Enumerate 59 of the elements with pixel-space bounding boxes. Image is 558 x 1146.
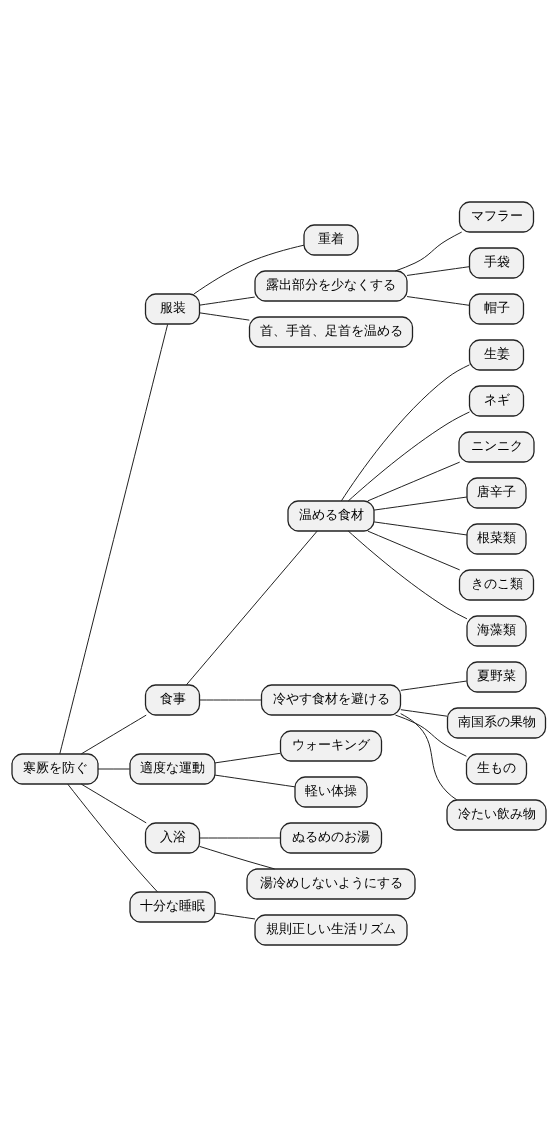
node-box: 服装 xyxy=(144,292,201,325)
node-box: ウォーキング xyxy=(279,729,383,762)
node-box: 生もの xyxy=(465,752,528,785)
connector xyxy=(67,783,158,892)
node-box: 湯冷めしないようにする xyxy=(246,867,416,900)
connector xyxy=(373,496,468,511)
connector xyxy=(199,311,250,321)
connector xyxy=(80,783,147,823)
node-box: 入浴 xyxy=(144,821,201,854)
connector xyxy=(347,411,470,501)
node-box: 海藻類 xyxy=(466,614,527,647)
node-box: 手袋 xyxy=(468,246,525,279)
connector xyxy=(340,363,470,501)
node-box: 南国系の果物 xyxy=(446,706,547,739)
node-box: 十分な睡眠 xyxy=(129,890,216,923)
connector xyxy=(347,530,468,619)
node-box: 冷やす食材を避ける xyxy=(260,683,402,716)
node-box: きのこ類 xyxy=(458,568,535,601)
node-box: 食事 xyxy=(144,683,201,716)
node-box: 生姜 xyxy=(468,338,525,371)
node-box: 根菜類 xyxy=(466,522,527,555)
connector xyxy=(199,699,262,700)
connector xyxy=(400,712,458,800)
connector xyxy=(367,461,461,501)
node-box: 唐辛子 xyxy=(466,476,527,509)
connector xyxy=(199,837,281,838)
connector xyxy=(394,714,467,757)
node-box: マフラー xyxy=(458,200,535,233)
node-box: 露出部分を少なくする xyxy=(254,269,408,302)
connector xyxy=(214,912,256,919)
node-box: ニンニク xyxy=(458,430,535,463)
connector xyxy=(400,708,448,717)
connector xyxy=(199,845,276,869)
connector xyxy=(394,231,463,271)
connector xyxy=(214,774,296,787)
node-box: 重着 xyxy=(303,223,359,256)
connector xyxy=(214,752,281,763)
connector xyxy=(373,520,468,535)
connector xyxy=(185,530,318,685)
connector xyxy=(80,714,147,754)
node-box: 帽子 xyxy=(468,292,525,325)
connector xyxy=(406,265,470,276)
connector xyxy=(367,530,461,570)
connector xyxy=(97,768,131,769)
node-box: 夏野菜 xyxy=(466,660,527,693)
node-box: ネギ xyxy=(468,384,525,417)
node-box: 軽い体操 xyxy=(294,775,368,808)
connector xyxy=(193,244,305,294)
connector xyxy=(59,323,169,754)
node-box: 首、手首、足首を温める xyxy=(248,315,414,348)
node-box: 適度な運動 xyxy=(129,752,216,785)
connector xyxy=(406,295,470,306)
connector xyxy=(400,680,468,691)
node-box: ぬるめのお湯 xyxy=(279,821,383,854)
node-box: 温める食材 xyxy=(287,499,375,532)
node-box: 規則正しい生活リズム xyxy=(254,913,408,946)
node-box: 冷たい飲み物 xyxy=(446,798,547,831)
connector xyxy=(199,296,256,306)
node-box: 寒厥を防ぐ xyxy=(11,752,99,785)
